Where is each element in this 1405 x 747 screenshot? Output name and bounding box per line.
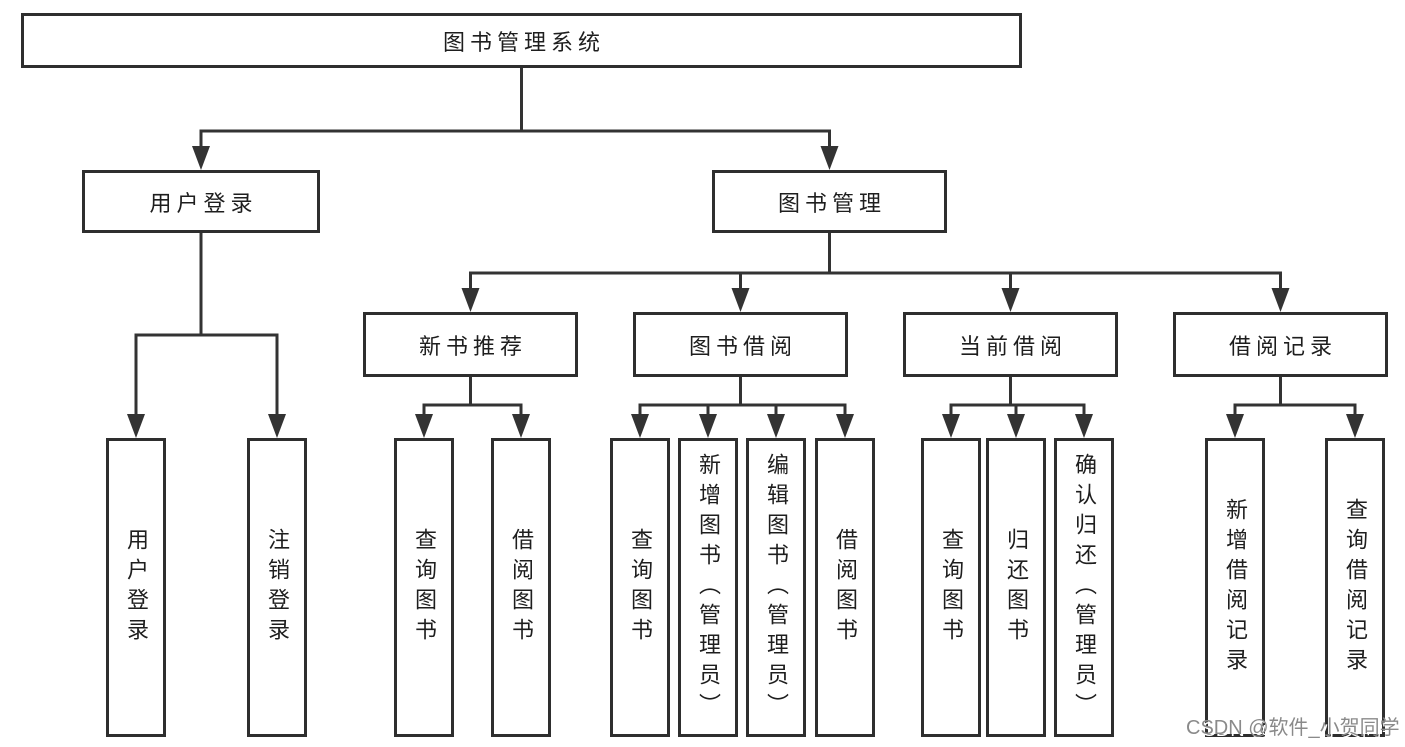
- node-borrow-records: 借阅记录: [1173, 312, 1388, 377]
- leaf-records-add-record: 新增借阅记录: [1205, 438, 1265, 737]
- node-book-borrow: 图书借阅: [633, 312, 848, 377]
- csdn-watermark: CSDN @软件_小贺同学: [1186, 717, 1400, 739]
- leaf-borrow-edit-books-admin: 编辑图书（管理员）: [746, 438, 806, 737]
- leaf-current-return-books: 归还图书: [986, 438, 1046, 737]
- leaf-records-query-record: 查询借阅记录: [1325, 438, 1385, 737]
- leaf-current-confirm-return-admin: 确认归还（管理员）: [1054, 438, 1114, 737]
- arrowheads: [127, 146, 1364, 438]
- leaf-newbook-borrow-books: 借阅图书: [491, 438, 551, 737]
- leaf-borrow-query-books: 查询图书: [610, 438, 670, 737]
- leaf-user-login: 用户登录: [106, 438, 166, 737]
- node-book-management: 图书管理: [712, 170, 947, 233]
- leaf-borrow-add-books-admin: 新增图书（管理员）: [678, 438, 738, 737]
- node-current-borrow: 当前借阅: [903, 312, 1118, 377]
- node-root: 图书管理系统: [21, 13, 1022, 68]
- leaf-logout: 注销登录: [247, 438, 307, 737]
- leaf-borrow-borrow-books: 借阅图书: [815, 438, 875, 737]
- node-new-book-recommend: 新书推荐: [363, 312, 578, 377]
- leaf-current-query-books: 查询图书: [921, 438, 981, 737]
- leaf-newbook-query-books: 查询图书: [394, 438, 454, 737]
- node-user-login: 用户登录: [82, 170, 320, 233]
